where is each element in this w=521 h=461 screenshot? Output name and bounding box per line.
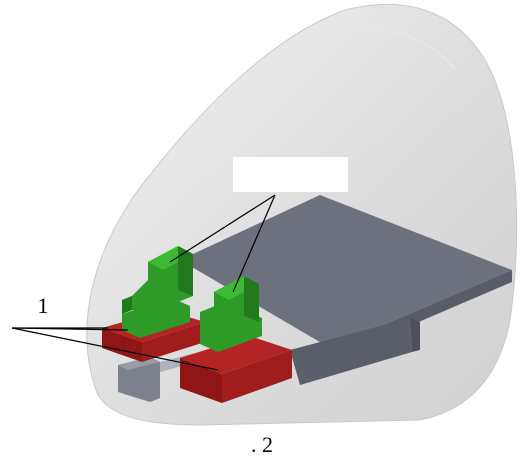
green-block-back-tower-side — [178, 246, 193, 296]
figure-caption: . 2 — [251, 432, 273, 457]
red-block-front-side — [222, 350, 292, 403]
green-block-back-step1 — [122, 296, 132, 314]
platform-top — [180, 195, 512, 348]
red-block-back-side — [142, 322, 205, 362]
leader-line-1b — [11, 327, 219, 371]
callout-2-label-box — [233, 157, 348, 192]
fairing-inner-rim — [299, 27, 456, 71]
red-block-front-top — [180, 336, 292, 374]
green-block-back-body — [122, 298, 190, 338]
base-rail-left-top — [118, 357, 160, 370]
leader-line-2b — [232, 194, 276, 293]
callout-1-label: 1 — [38, 293, 49, 318]
leader-line-2a — [169, 194, 276, 263]
red-block-back-front — [102, 328, 142, 362]
platform-support — [290, 318, 412, 385]
platform-support-side — [410, 318, 420, 352]
red-block-front-front — [180, 358, 222, 403]
leader-line-1a — [11, 327, 129, 331]
green-block-front-tower-side — [244, 276, 259, 322]
